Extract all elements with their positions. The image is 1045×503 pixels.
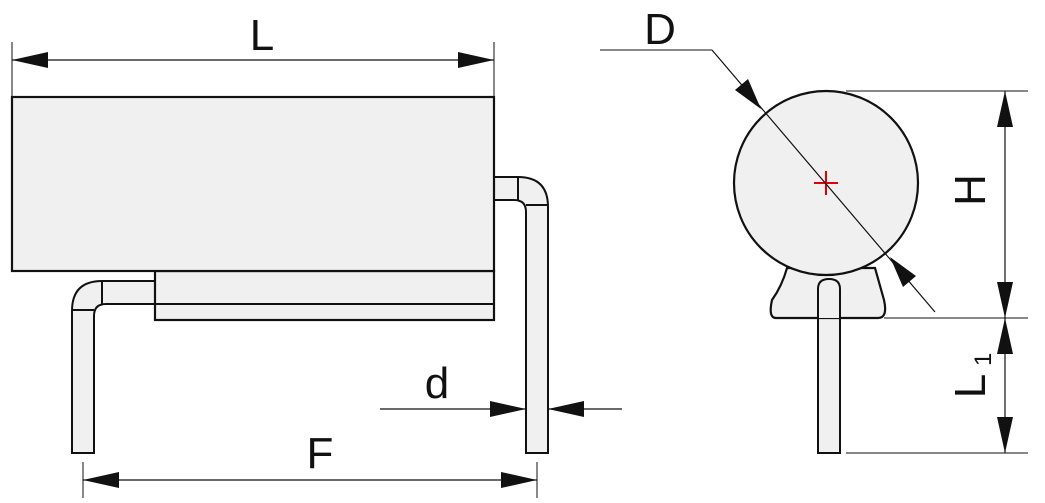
length-dimension: L bbox=[11, 11, 495, 97]
diameter-dimension: D bbox=[600, 5, 936, 313]
lead-diameter-label: d bbox=[425, 359, 449, 408]
capacitor-body bbox=[10, 95, 496, 273]
body-lower-step bbox=[153, 269, 496, 322]
lead-spacing-dimension: F bbox=[82, 429, 538, 498]
height-dimension: H bbox=[846, 90, 1028, 319]
lead-length-dimension: L 1 bbox=[846, 318, 1028, 454]
side-view bbox=[10, 95, 549, 454]
diameter-label: D bbox=[644, 5, 676, 54]
height-label: H bbox=[946, 174, 995, 206]
end-view-lead-top bbox=[817, 277, 841, 318]
lead-diameter-dimension: d bbox=[380, 359, 622, 417]
right-lead bbox=[493, 176, 549, 454]
end-view bbox=[732, 89, 920, 454]
lead-length-label: L bbox=[946, 374, 995, 398]
length-label: L bbox=[250, 11, 274, 60]
left-lead bbox=[71, 280, 156, 454]
lead-length-subscript: 1 bbox=[970, 353, 997, 366]
lead-spacing-label: F bbox=[307, 429, 334, 478]
